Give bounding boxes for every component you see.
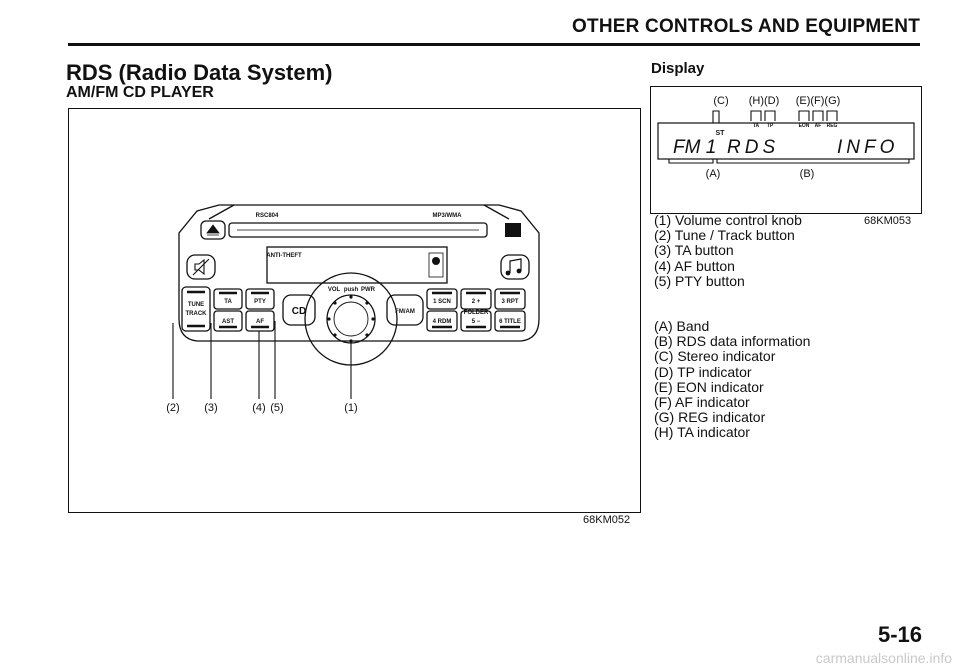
mute-button <box>186 254 216 280</box>
list-item: (4) AF button <box>654 257 735 274</box>
label-fmam: FM/AM <box>395 309 415 315</box>
label-p5: 5 − <box>472 319 481 325</box>
cd-slot <box>228 222 488 238</box>
label-p1: 1 SCN <box>433 299 451 305</box>
label-b: (B) <box>800 168 815 180</box>
label-pty: PTY <box>254 299 266 305</box>
preset-6 <box>494 310 526 332</box>
callout-1: (1) <box>344 402 357 414</box>
indicator-af: AF <box>815 123 822 129</box>
label-push: push <box>344 287 359 293</box>
list-item: (A) Band <box>654 318 710 334</box>
list-item: (B) RDS data information <box>654 333 811 350</box>
header-rule <box>68 43 920 46</box>
media-icon <box>505 223 521 237</box>
indicator-st: ST <box>716 130 726 137</box>
buttons-list: (1) Volume control knob (2) Tune / Track… <box>654 212 802 289</box>
preset-5 <box>460 310 492 332</box>
callout-4: (4) <box>252 402 265 414</box>
indicator-reg: REG <box>827 123 838 129</box>
preset-1 <box>426 288 458 310</box>
label-antitheft: ANTI-THEFT <box>266 253 302 259</box>
preset-3 <box>494 288 526 310</box>
eject-icon <box>206 224 220 236</box>
music-note-icon <box>509 258 522 273</box>
label-pwr: PWR <box>361 287 376 293</box>
label-vol: VOL <box>328 287 341 293</box>
list-item: (5) PTY button <box>654 272 745 289</box>
display-illustration: (C) (H)(D) (E)(F)(G) (A) (B) TA TP EON A… <box>657 95 915 180</box>
cd-player-illustration: RSC804 MP3/WMA ANTI-THEFT VOL push PWR T… <box>166 204 540 414</box>
callout-2: (2) <box>166 402 179 414</box>
label-track: TRACK <box>186 311 208 317</box>
indicator-tp: TP <box>767 123 774 129</box>
label-p4: 4 RDM <box>433 319 452 325</box>
preset-2 <box>460 288 492 310</box>
indicators-list: (A) Band (B) RDS data information (C) St… <box>654 318 811 441</box>
eject-button <box>200 220 226 240</box>
lcd-frame <box>657 122 915 160</box>
page-header: OTHER CONTROLS AND EQUIPMENT <box>0 0 960 48</box>
figure-left-code: 68KM052 <box>583 514 631 526</box>
lcd-window <box>266 246 448 284</box>
fmam-button <box>386 294 424 326</box>
label-format: MP3/WMA <box>433 213 463 219</box>
display-title: Display <box>651 60 705 77</box>
list-item: (C) Stereo indicator <box>654 348 776 365</box>
list-item: (E) EON indicator <box>654 378 764 395</box>
mute-icon <box>192 258 210 276</box>
section-subtitle: AM/FM CD PLAYER <box>66 84 214 101</box>
label-tune: TUNE <box>188 302 204 308</box>
label-ta: TA <box>224 299 232 305</box>
list-item: (G) REG indicator <box>654 409 766 426</box>
lcd-info: INFO <box>837 137 898 158</box>
tune-track-button <box>181 286 211 332</box>
callout-5: (5) <box>270 402 283 414</box>
lcd-rds: RDS <box>727 137 779 158</box>
label-folder: FOLDER <box>464 310 489 316</box>
label-efg: (E)(F)(G) <box>796 95 841 107</box>
label-p2: 2 + <box>472 299 481 305</box>
section-title: RDS (Radio Data System) <box>66 60 333 85</box>
pty-button <box>245 288 275 310</box>
af-button <box>245 310 275 332</box>
list-item: (D) TP indicator <box>654 363 752 380</box>
list-item: (2) Tune / Track button <box>654 227 795 244</box>
label-model: RSC804 <box>256 213 279 219</box>
indicator-eon: EON <box>799 123 810 129</box>
header-title: OTHER CONTROLS AND EQUIPMENT <box>572 16 920 37</box>
cd-player-figure: RSC804 MP3/WMA ANTI-THEFT VOL push PWR T… <box>68 108 641 513</box>
label-af: AF <box>256 319 264 325</box>
display-code: 68KM053 <box>864 215 912 227</box>
list-item: (H) TA indicator <box>654 424 750 441</box>
faceplate-outline <box>178 204 540 342</box>
label-ast: AST <box>222 319 234 325</box>
label-c: (C) <box>713 95 728 107</box>
list-item: (3) TA button <box>654 242 734 259</box>
ta-button <box>213 288 243 310</box>
ast-button <box>213 310 243 332</box>
watermark: carmanualsonline.info <box>815 650 952 666</box>
label-p3: 3 RPT <box>501 299 518 305</box>
callout-3: (3) <box>204 402 217 414</box>
page-number: 5-16 <box>877 622 922 647</box>
preset-4 <box>426 310 458 332</box>
bulb-icon <box>432 257 440 265</box>
lcd-band: FM 1 <box>673 137 716 158</box>
indicator-ta: TA <box>753 123 760 129</box>
cd-button <box>282 294 316 326</box>
display-figure: (C) (H)(D) (E)(F)(G) (A) (B) TA TP EON A… <box>650 86 922 214</box>
list-item: (1) Volume control knob <box>654 212 802 228</box>
audio-button <box>500 254 530 280</box>
label-a: (A) <box>706 168 721 180</box>
label-cd: CD <box>292 306 306 317</box>
label-hd: (H)(D) <box>749 95 780 107</box>
label-p6: 6 TITLE <box>499 319 521 325</box>
list-item: (F) AF indicator <box>654 394 750 411</box>
